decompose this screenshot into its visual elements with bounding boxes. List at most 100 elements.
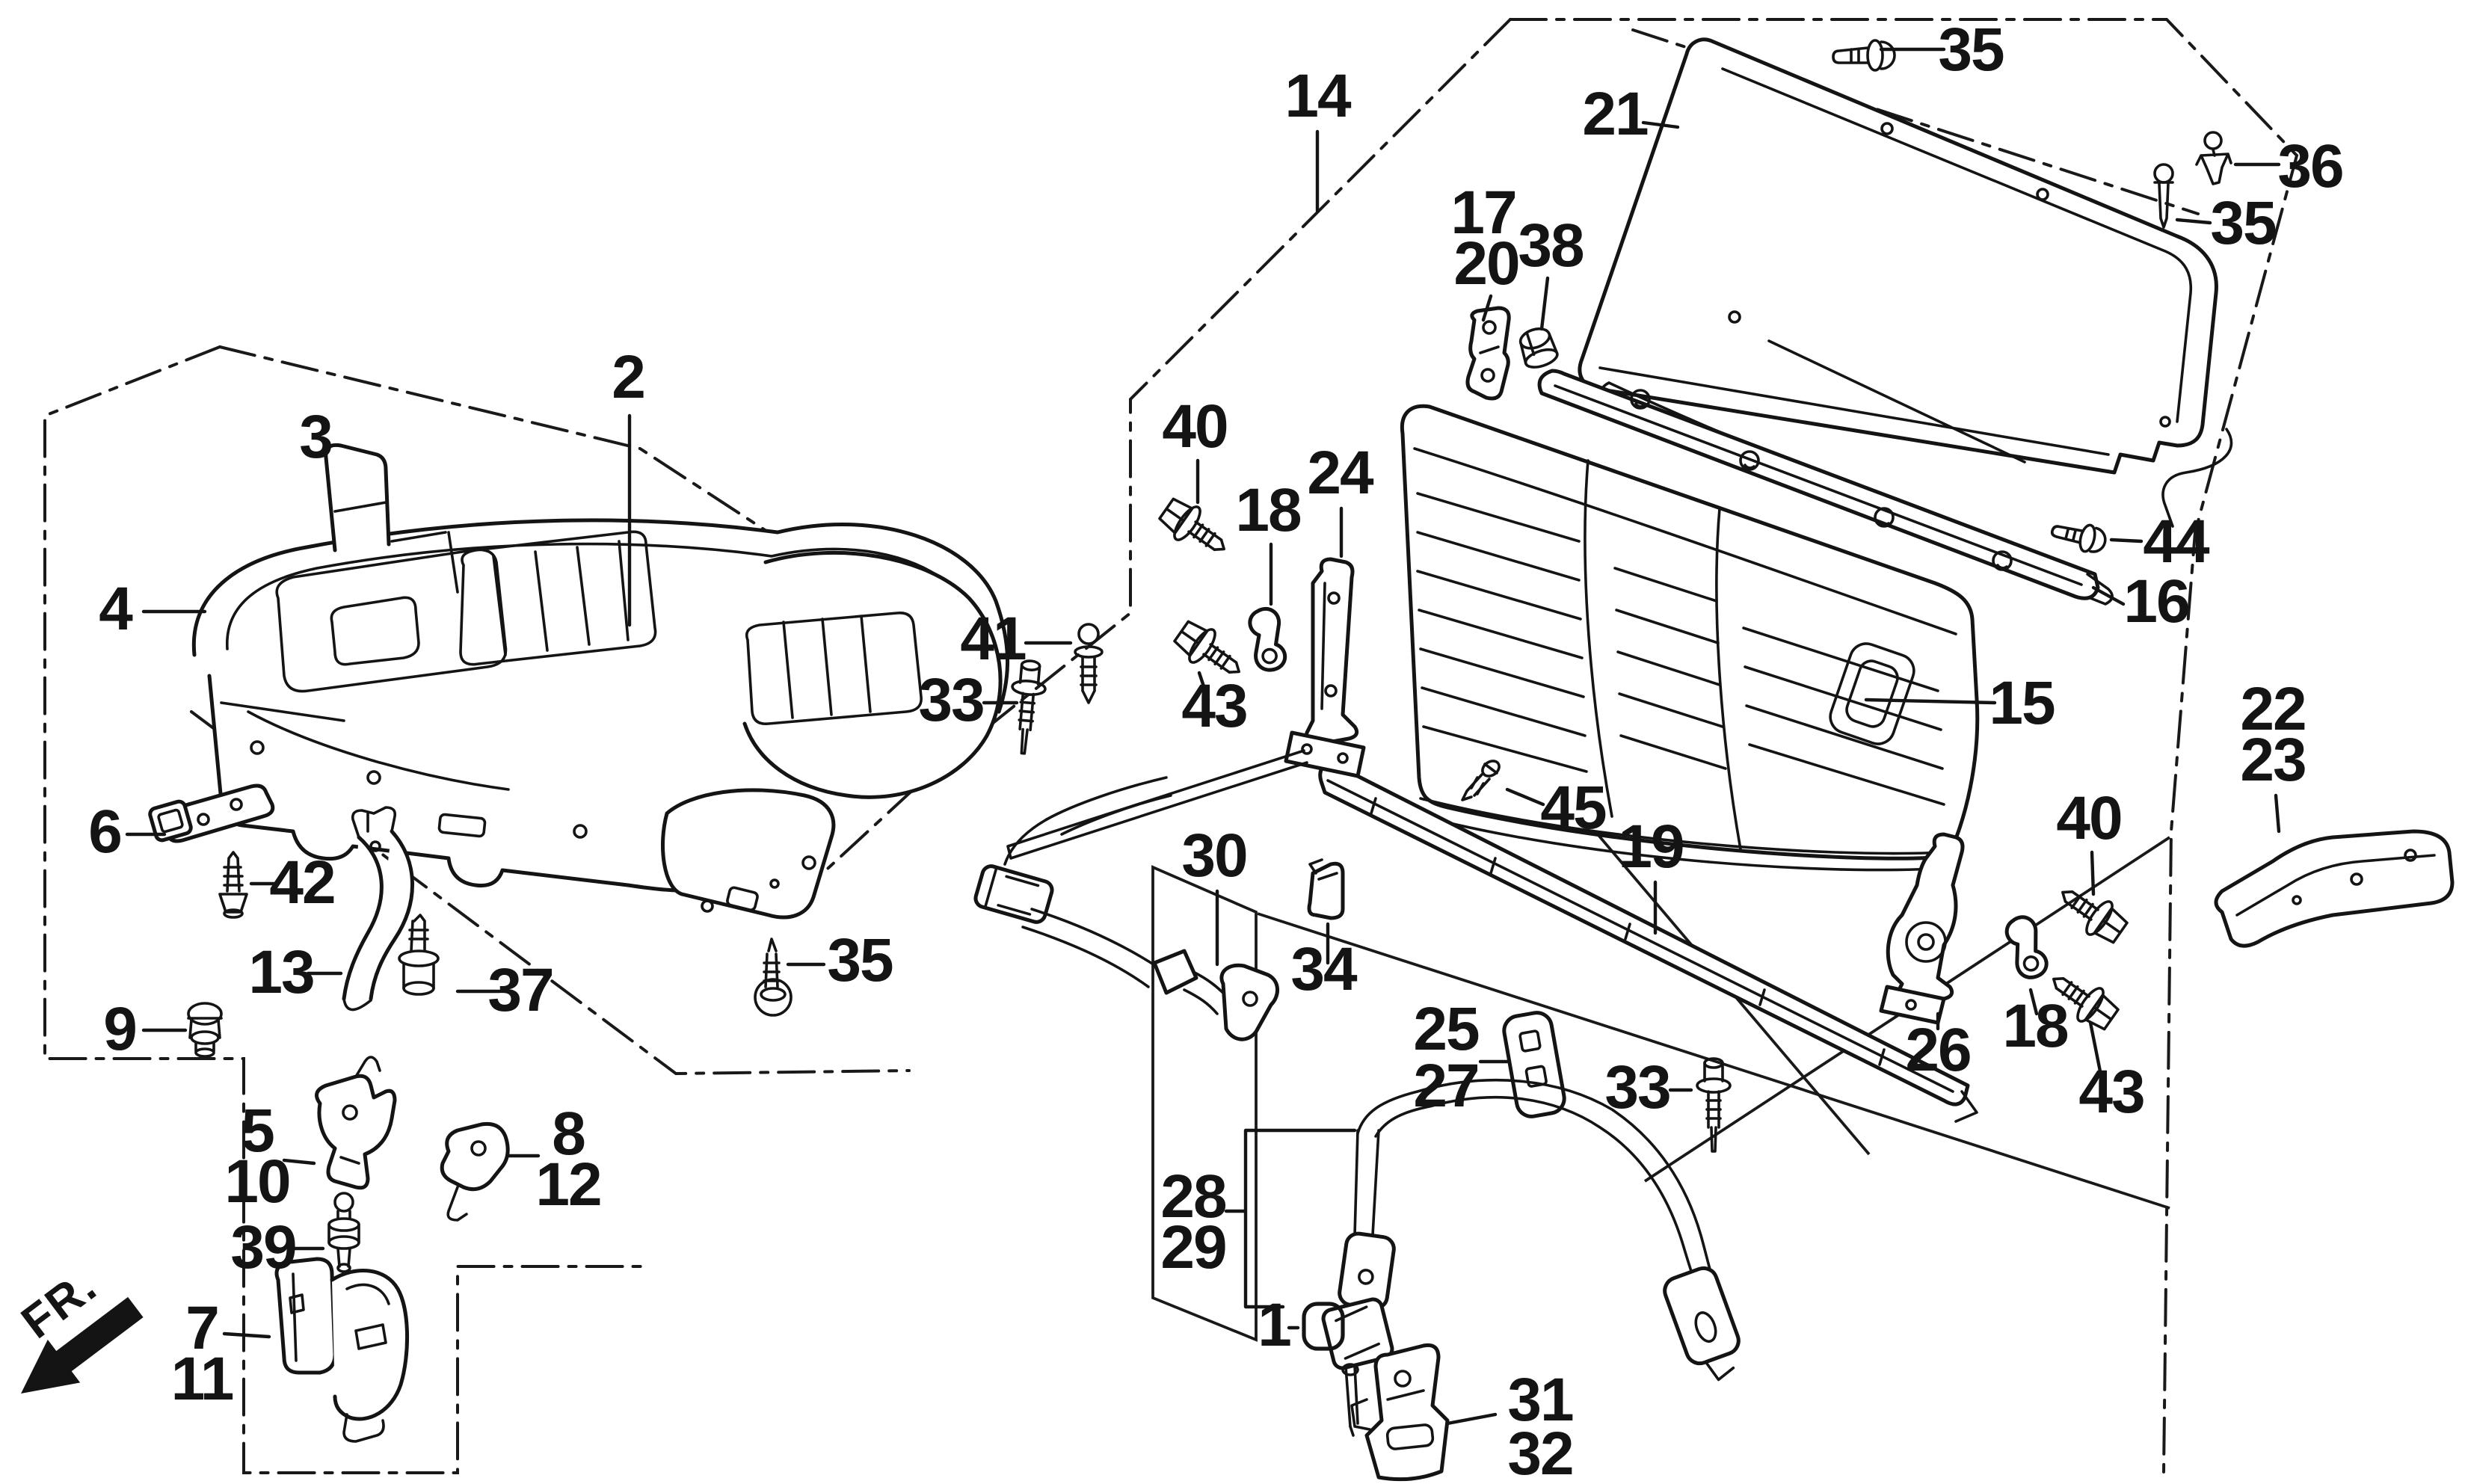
bracket-5-10	[315, 1056, 397, 1190]
clip-25-27	[1502, 1011, 1566, 1118]
seat-cushion-drawing	[191, 443, 1010, 920]
cone-clip-36	[2195, 131, 2232, 185]
part-label-20: 20	[1453, 230, 1518, 298]
push-clip-35-shelf-left	[1832, 39, 1896, 72]
screw-42	[218, 851, 248, 919]
shelf-panel-drawing	[1578, 37, 2233, 528]
latch-7-11	[274, 1257, 409, 1443]
anchor-plate-6	[148, 783, 275, 843]
part-label-23: 23	[2240, 726, 2305, 794]
label-1-ring	[1287, 1302, 1345, 1351]
strap-13	[342, 806, 414, 1012]
part-label-7: 7	[185, 1294, 218, 1362]
part-label-30: 30	[1181, 822, 1246, 890]
leader-44	[2109, 538, 2144, 544]
belt-30-box	[1151, 865, 1258, 1342]
part-label-16: 16	[2123, 567, 2188, 635]
leader-23	[2274, 793, 2281, 834]
part-label-28: 28	[1160, 1163, 1226, 1231]
part-label-9: 9	[103, 995, 136, 1063]
cap-nut-38	[1518, 327, 1559, 369]
part-label-12: 12	[535, 1151, 600, 1219]
leader-43-left	[1197, 671, 1210, 702]
cushion-strap	[324, 443, 391, 552]
part-label-11: 11	[171, 1345, 233, 1413]
latch-bracket-17-20	[1465, 306, 1511, 401]
pin-clip-35-shelf-right	[2153, 163, 2174, 229]
part-label-10: 10	[224, 1148, 289, 1216]
part-label-33-left: 33	[918, 666, 983, 734]
leader-43-right	[2088, 1020, 2105, 1085]
nut-9	[187, 1002, 223, 1058]
clip-8-12	[440, 1121, 510, 1222]
border-right-region-left	[818, 18, 1512, 878]
fr-arrow: FR.	[12, 1260, 144, 1394]
shelf-trim-strip-16	[1537, 369, 2114, 606]
part-label-3: 3	[299, 403, 332, 471]
part-label-25: 25	[1413, 995, 1479, 1063]
part-label-14: 14	[1284, 62, 1352, 130]
screw-45	[1461, 760, 1501, 801]
seat-belt-30	[973, 776, 1279, 1041]
part-label-39: 39	[230, 1213, 295, 1281]
belt-28-end-fitting	[1663, 1266, 1741, 1382]
part-label-5: 5	[241, 1097, 274, 1165]
push-clip-44	[2050, 523, 2107, 553]
leader-40-right	[2090, 850, 2096, 896]
leader-11	[222, 1331, 271, 1339]
seat-belt-28-29	[1338, 1078, 1741, 1382]
part-label-36: 36	[2277, 132, 2342, 200]
part-label-38: 38	[1518, 212, 1584, 280]
part-label-40-left: 40	[1162, 392, 1227, 461]
side-trim-22-23	[2214, 829, 2455, 948]
leader-10	[282, 1158, 316, 1166]
border-left-region	[43, 345, 644, 1474]
part-label-33-right: 33	[1604, 1053, 1670, 1121]
leader-16	[2091, 585, 2126, 606]
part-label-43-right: 43	[2078, 1058, 2144, 1126]
part-label-13: 13	[248, 938, 313, 1006]
part-label-44: 44	[2143, 508, 2210, 576]
part-label-26: 26	[1905, 1016, 1970, 1084]
part-label-6: 6	[88, 798, 121, 866]
leader-15	[1864, 698, 1997, 705]
part-label-1: 1	[1258, 1291, 1290, 1359]
leader-21	[1641, 120, 1680, 129]
part-label-21: 21	[1582, 80, 1648, 148]
border-right-region-top	[1509, 18, 2299, 1474]
leader-35-shelf-right	[2175, 218, 2212, 225]
pan-flange-plate	[661, 788, 836, 920]
part-label-19: 19	[1618, 813, 1683, 881]
screw-grommet-35-cushion	[754, 937, 793, 1017]
part-label-17: 17	[1450, 179, 1515, 247]
part-label-4: 4	[99, 575, 133, 643]
part-label-15: 15	[1989, 669, 2055, 737]
part-label-37: 37	[487, 956, 553, 1024]
part-label-34: 34	[1290, 935, 1358, 1003]
ball-bolt-41	[1074, 623, 1104, 704]
grommet-clip-18-left	[1248, 607, 1287, 673]
part-label-42: 42	[269, 849, 334, 917]
part-label-35-shelf-right: 35	[2210, 189, 2276, 257]
part-label-22: 22	[2240, 675, 2305, 743]
bolt-40-left	[1154, 491, 1237, 567]
hinge-bracket-24	[1284, 557, 1366, 778]
part-label-40-right: 40	[2056, 784, 2121, 852]
bumper-bolt-39	[327, 1192, 360, 1273]
part-label-32: 32	[1507, 1420, 1572, 1484]
part-label-45: 45	[1540, 774, 1606, 842]
grommet-clip-18-right	[2003, 914, 2049, 981]
part-label-2: 2	[612, 343, 644, 411]
shoulder-bolt-37	[398, 914, 440, 996]
hinge-rod	[1006, 749, 1308, 860]
hinge-bracket-26	[1879, 832, 1965, 1025]
part-label-8: 8	[552, 1100, 585, 1168]
leader-45	[1505, 787, 1545, 807]
part-label-43-left: 43	[1181, 672, 1246, 740]
part-label-41: 41	[960, 605, 1026, 673]
border-left-region-diagonal	[218, 345, 981, 671]
scene-diagonal-2	[1257, 912, 2170, 1210]
label-28-29-bracket	[1224, 1128, 1357, 1309]
